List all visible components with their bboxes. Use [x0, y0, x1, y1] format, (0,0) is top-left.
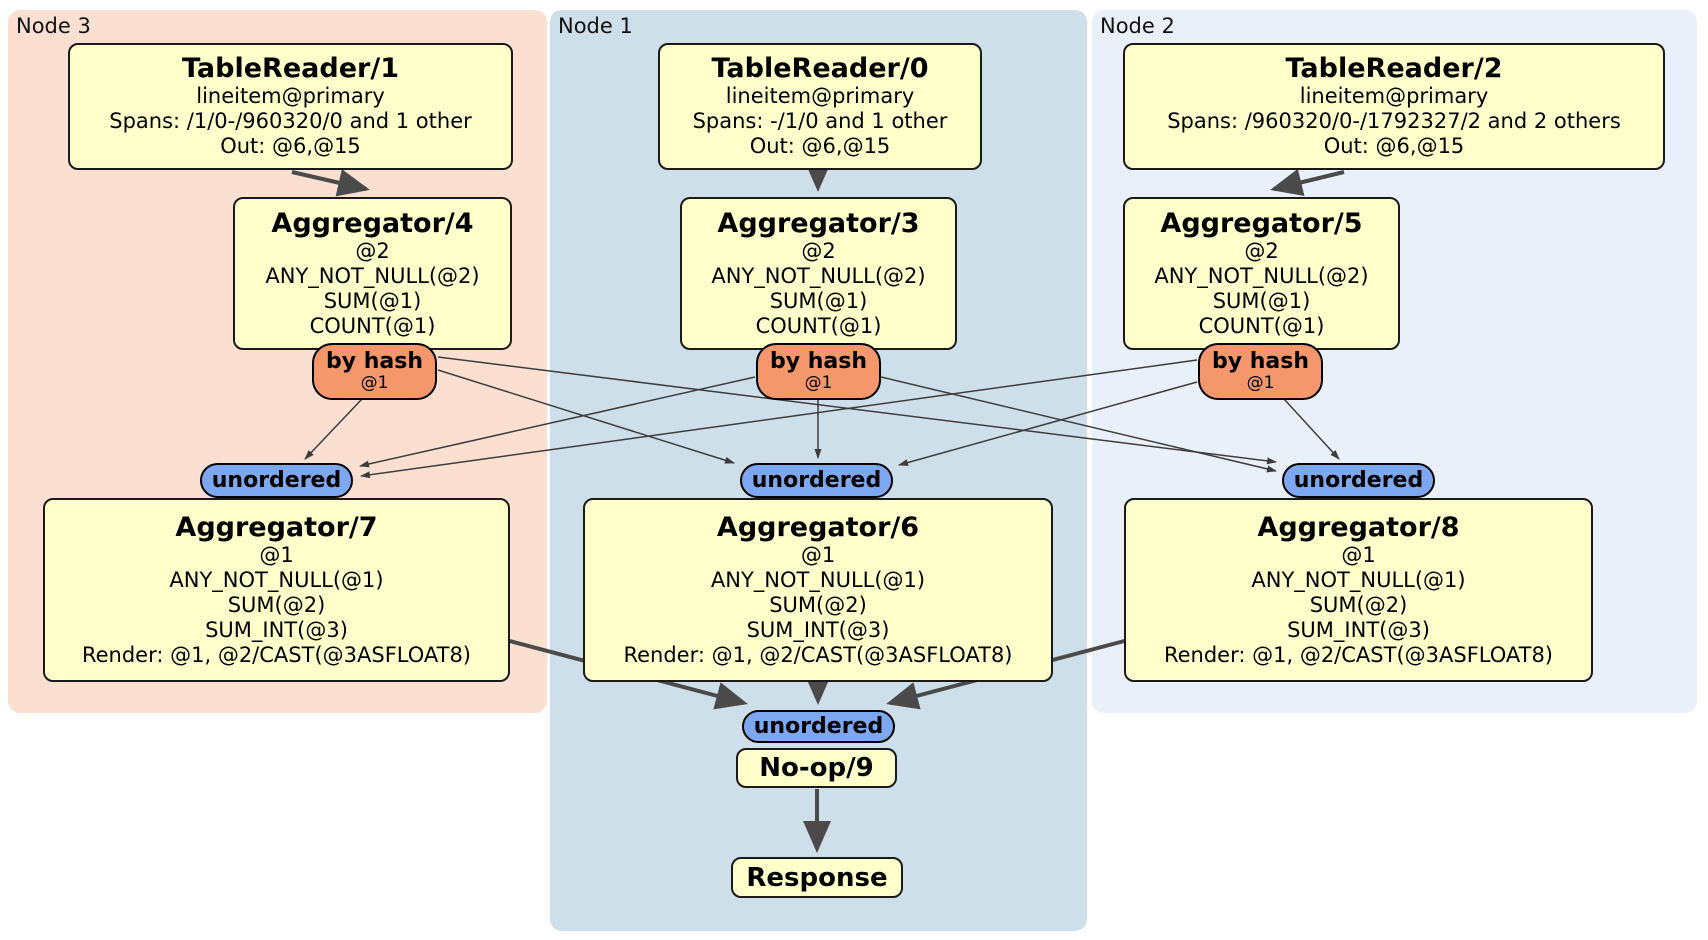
processor-tablereader-1: TableReader/1 lineitem@primary Spans: /1… [68, 43, 513, 170]
agg-render: Render: @1, @2/CAST(@3ASFLOAT8) [81, 642, 472, 667]
agg-fn: ANY_NOT_NULL(@2) [265, 263, 480, 288]
agg-fn: SUM_INT(@3) [205, 617, 348, 642]
processor-tablereader-0: TableReader/0 lineitem@primary Spans: -/… [658, 43, 982, 170]
processor-title: Aggregator/8 [1257, 511, 1460, 543]
processor-spans: Spans: -/1/0 and 1 other [692, 109, 948, 133]
response-title: Response [746, 862, 888, 893]
sync-label: unordered [751, 468, 882, 493]
agg-groupby: @2 [801, 238, 836, 263]
agg-groupby: @1 [1341, 542, 1376, 567]
agg-fn: COUNT(@1) [309, 313, 436, 338]
sync-label: unordered [211, 468, 342, 493]
processor-spans: Spans: /1/0-/960320/0 and 1 other [109, 109, 472, 133]
agg-fn: SUM(@1) [1212, 288, 1311, 313]
sync-label: unordered [753, 714, 884, 739]
agg-fn: ANY_NOT_NULL(@1) [169, 567, 384, 592]
agg-groupby: @2 [355, 238, 390, 263]
agg-fn: SUM(@2) [227, 592, 326, 617]
agg-fn: ANY_NOT_NULL(@2) [1154, 263, 1369, 288]
sync-unordered-node2: unordered [1282, 463, 1435, 498]
router-label: by hash [325, 349, 423, 374]
agg-fn: SUM(@1) [323, 288, 422, 313]
agg-fn: SUM_INT(@3) [746, 617, 890, 642]
processor-title: No-op/9 [759, 753, 874, 783]
router-by-hash-node1: by hash @1 [756, 343, 881, 400]
processor-aggregator-3: Aggregator/3 @2 ANY_NOT_NULL(@2) SUM(@1)… [680, 197, 957, 350]
group-node3-label: Node 3 [16, 14, 91, 38]
group-node2-label: Node 2 [1100, 14, 1175, 38]
processor-title: Aggregator/3 [717, 207, 920, 239]
router-detail: @1 [360, 373, 389, 393]
sync-unordered-final: unordered [742, 710, 895, 743]
agg-groupby: @1 [800, 542, 836, 567]
sync-unordered-node3: unordered [200, 463, 353, 498]
processor-out: Out: @6,@15 [220, 134, 361, 158]
processor-title: TableReader/2 [1285, 53, 1503, 84]
processor-out: Out: @6,@15 [749, 134, 891, 158]
agg-fn: COUNT(@1) [1198, 313, 1325, 338]
router-by-hash-node3: by hash @1 [312, 343, 437, 400]
agg-groupby: @2 [1244, 238, 1279, 263]
processor-noop-9: No-op/9 [736, 748, 897, 788]
processor-index: lineitem@primary [725, 84, 915, 108]
processor-spans: Spans: /960320/0-/1792327/2 and 2 others [1167, 109, 1621, 133]
processor-aggregator-7: Aggregator/7 @1 ANY_NOT_NULL(@1) SUM(@2)… [43, 498, 510, 682]
processor-tablereader-2: TableReader/2 lineitem@primary Spans: /9… [1123, 43, 1665, 170]
processor-out: Out: @6,@15 [1323, 134, 1465, 158]
router-detail: @1 [1246, 373, 1275, 393]
router-by-hash-node2: by hash @1 [1198, 343, 1323, 400]
router-label: by hash [769, 349, 867, 374]
agg-fn: SUM(@2) [1309, 592, 1408, 617]
processor-title: Aggregator/7 [175, 511, 378, 543]
processor-title: TableReader/0 [711, 53, 929, 84]
processor-index: lineitem@primary [196, 84, 385, 108]
router-label: by hash [1211, 349, 1309, 374]
sync-unordered-node1: unordered [740, 463, 893, 498]
agg-fn: COUNT(@1) [755, 313, 882, 338]
agg-fn: ANY_NOT_NULL(@2) [711, 263, 926, 288]
agg-fn: SUM(@1) [769, 288, 868, 313]
processor-aggregator-5: Aggregator/5 @2 ANY_NOT_NULL(@2) SUM(@1)… [1123, 197, 1400, 350]
sync-label: unordered [1293, 468, 1424, 493]
router-detail: @1 [804, 373, 833, 393]
processor-title: Aggregator/4 [271, 207, 474, 239]
processor-aggregator-8: Aggregator/8 @1 ANY_NOT_NULL(@1) SUM(@2)… [1124, 498, 1593, 682]
processor-aggregator-6: Aggregator/6 @1 ANY_NOT_NULL(@1) SUM(@2)… [583, 498, 1053, 682]
agg-fn: SUM(@2) [769, 592, 867, 617]
processor-aggregator-4: Aggregator/4 @2 ANY_NOT_NULL(@2) SUM(@1)… [233, 197, 512, 350]
agg-fn: SUM_INT(@3) [1287, 617, 1430, 642]
processor-title: Aggregator/5 [1160, 207, 1363, 239]
agg-render: Render: @1, @2/CAST(@3ASFLOAT8) [623, 642, 1013, 667]
group-node1-label: Node 1 [558, 14, 633, 38]
agg-render: Render: @1, @2/CAST(@3ASFLOAT8) [1163, 642, 1554, 667]
agg-fn: ANY_NOT_NULL(@1) [710, 567, 926, 592]
agg-groupby: @1 [259, 542, 294, 567]
processor-title: TableReader/1 [182, 53, 399, 84]
processor-index: lineitem@primary [1299, 84, 1489, 108]
processor-title: Aggregator/6 [716, 511, 920, 543]
agg-fn: ANY_NOT_NULL(@1) [1251, 567, 1466, 592]
response-box: Response [731, 857, 903, 898]
